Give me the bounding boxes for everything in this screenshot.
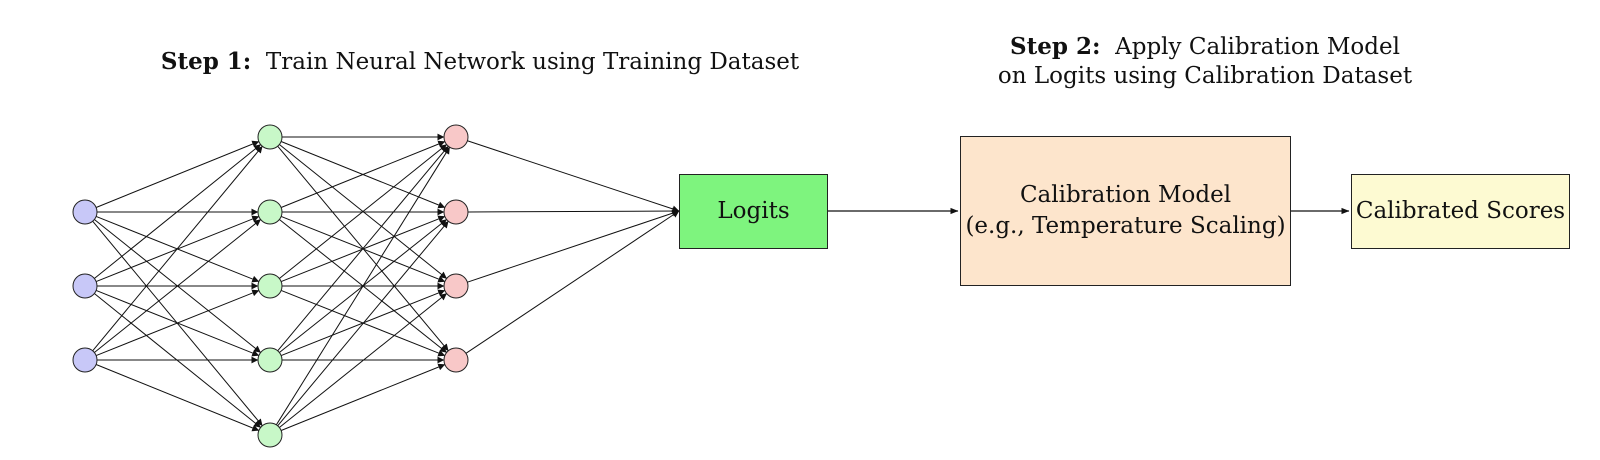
output-to-logits-edge [467,207,680,215]
hidden-node [257,199,283,225]
step2-title: Step 2: Apply Calibration Model on Logit… [960,32,1450,91]
input-node [72,347,98,373]
output-node [443,199,469,225]
network-edge [279,293,447,428]
output-node [443,273,469,299]
network-edge [277,220,449,427]
output-to-logits-edge [465,210,680,354]
network-edge [277,145,449,352]
step1-label: Step 1: [160,48,252,75]
input-node [72,199,98,225]
output-node [443,124,469,150]
network-edge [92,145,263,352]
output-to-logits-edge [467,140,680,213]
step1-text: Train Neural Network using Training Data… [265,49,800,75]
calibrated-scores-box: Calibrated Scores [1351,174,1570,249]
hidden-node [257,273,283,299]
logits-label: Logits [717,198,790,224]
step2-label: Step 2: [1010,33,1101,60]
network-edge [95,364,260,432]
scores-label: Calibrated Scores [1355,198,1566,224]
hidden-node [257,124,283,150]
network-edge [94,219,261,353]
network-nodes [72,124,469,448]
output-to-logits-edge [467,209,680,283]
hidden-node [257,347,283,373]
step2-line1-text: Apply Calibration Model [1115,34,1400,60]
network-edge [95,289,260,357]
calibration-line2: (e.g., Temperature Scaling) [965,213,1286,239]
network-edge [95,140,260,208]
calibration-line1: Calibration Model [1019,182,1232,208]
network-edge [275,146,451,426]
step2-line2: on Logits using Calibration Dataset [997,63,1413,89]
calibration-model-box: Calibration Model (e.g., Temperature Sca… [960,136,1291,286]
network-edge [94,144,261,279]
network-edges [92,133,680,432]
network-edge [280,140,446,208]
output-node [443,347,469,373]
input-node [72,273,98,299]
step1-title: Step 1: Train Neural Network using Train… [100,47,860,77]
logits-box: Logits [679,174,828,249]
step2-line1: Step 2: Apply Calibration Model [960,32,1450,62]
network-edge [280,363,446,431]
network-edge [279,144,447,279]
hidden-node [257,422,283,448]
